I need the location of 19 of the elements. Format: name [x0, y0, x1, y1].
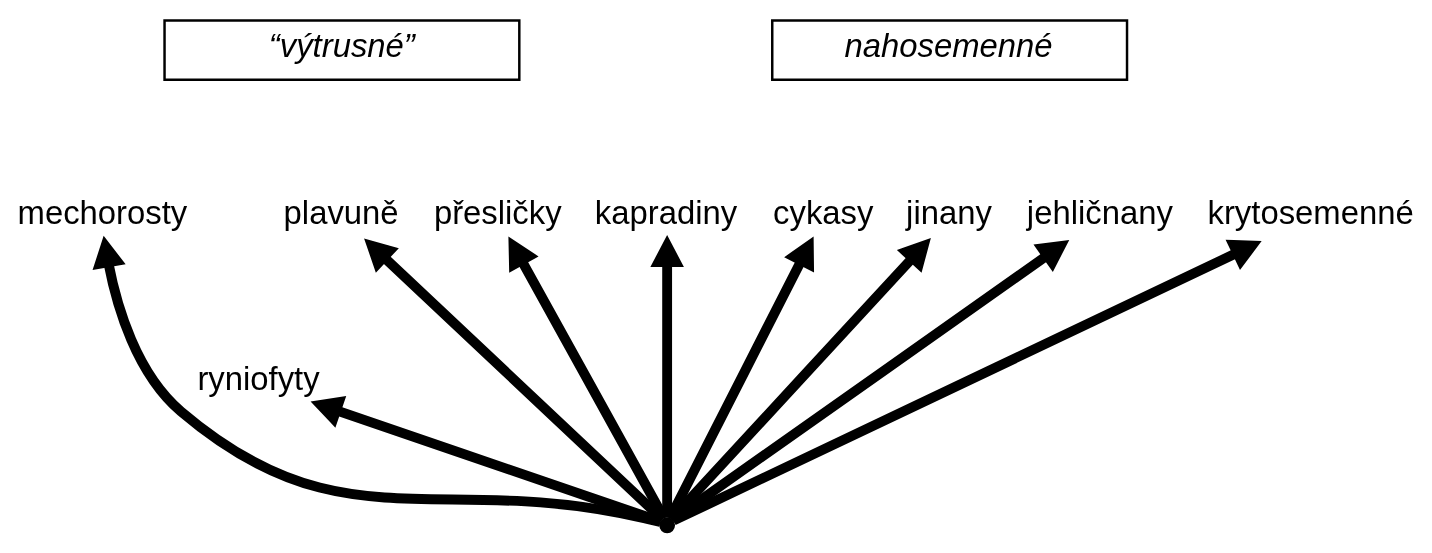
node-text: plavuně	[283, 194, 399, 232]
node-text: ryniofyty	[197, 360, 320, 398]
node-text: cykasy	[773, 194, 874, 232]
node-text: jehličnany	[1026, 194, 1173, 232]
node-box: nahosemenné	[771, 19, 1129, 81]
node-text: krytosemenné	[1207, 194, 1414, 232]
arrow	[665, 236, 815, 521]
arrow	[310, 396, 663, 527]
node-text: kapradiny	[594, 194, 738, 232]
arrow	[92, 235, 662, 527]
node-text: přesličky	[433, 194, 562, 232]
node-text: mechorosty	[17, 194, 188, 232]
arrow	[667, 238, 931, 523]
arrow	[650, 235, 684, 518]
node-text: jinany	[906, 194, 992, 232]
node-box: “výtrusné”	[163, 19, 521, 81]
arrow	[669, 239, 1070, 524]
node-point	[659, 517, 676, 534]
arrow	[671, 239, 1262, 526]
